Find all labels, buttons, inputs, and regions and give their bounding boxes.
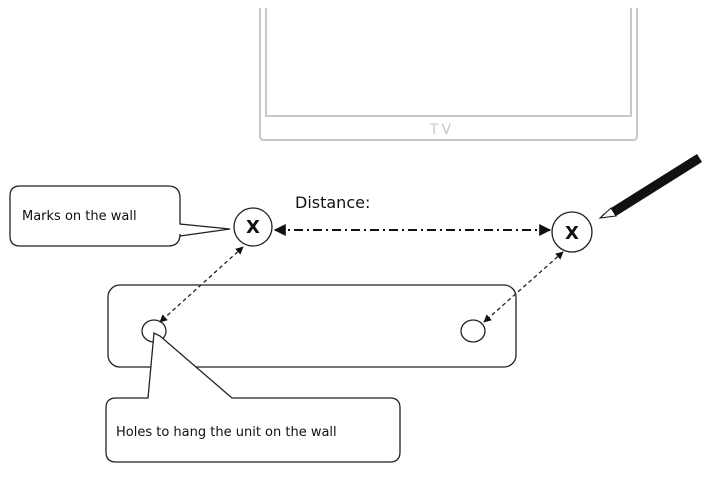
marks-callout: Marks on the wall: [9, 185, 231, 247]
tv-outline: TV: [259, 8, 638, 141]
wall-mark-left-x: X: [246, 217, 260, 238]
distance-label: Distance:: [295, 193, 370, 212]
guide-arrow-left: [159, 246, 244, 323]
wall-mark-right: X: [551, 211, 593, 253]
tv-label: TV: [429, 122, 454, 138]
hole-right: [460, 319, 486, 343]
holes-callout: Holes to hang the unit on the wall: [105, 331, 401, 463]
wall-mark-right-x: X: [565, 223, 579, 244]
pencil-icon: [598, 154, 702, 219]
marks-callout-label: Marks on the wall: [22, 209, 137, 224]
wall-mark-left: X: [233, 207, 273, 247]
holes-callout-label: Holes to hang the unit on the wall: [116, 425, 337, 440]
guide-arrow-right: [483, 251, 564, 323]
